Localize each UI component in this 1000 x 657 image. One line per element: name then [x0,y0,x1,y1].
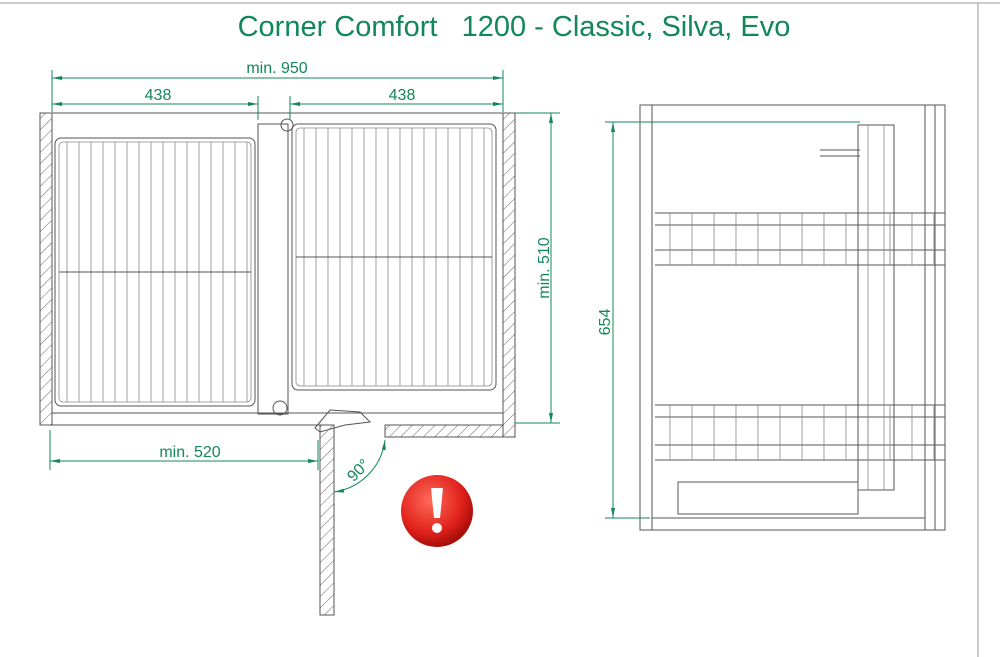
dim-height: 654 [597,309,614,336]
cabinet-side-outline [639,104,946,531]
shelves [655,212,945,461]
exclamation-alert-icon [401,475,473,547]
right-basket [291,123,497,391]
drawing-title: Corner Comfort 1200 - Classic, Silva, Ev… [238,11,791,43]
dim-depth: min. 510 [536,237,553,298]
left-wall [39,112,53,426]
basket-frame [291,123,497,391]
dim-door-offset: min. 520 [159,444,220,461]
door-angle: 90° [344,456,373,485]
side-view: 654 [597,104,946,531]
dim-right-basket: 438 [389,87,416,104]
cabinet-interior [51,112,504,414]
side-wall [319,424,335,616]
plan-view: min. 950 438 438 min. 510 min. 520 90° [39,60,560,616]
center-post [257,123,289,415]
hinge [314,409,372,433]
basket-frame [54,137,256,407]
front-wall [384,424,504,438]
dim-total-width: min. 950 [246,60,307,77]
bottom-tray [677,481,859,515]
dim-left-basket: 438 [145,87,172,104]
right-wall [502,112,516,438]
vertical-column [857,124,895,491]
left-basket [54,137,256,407]
